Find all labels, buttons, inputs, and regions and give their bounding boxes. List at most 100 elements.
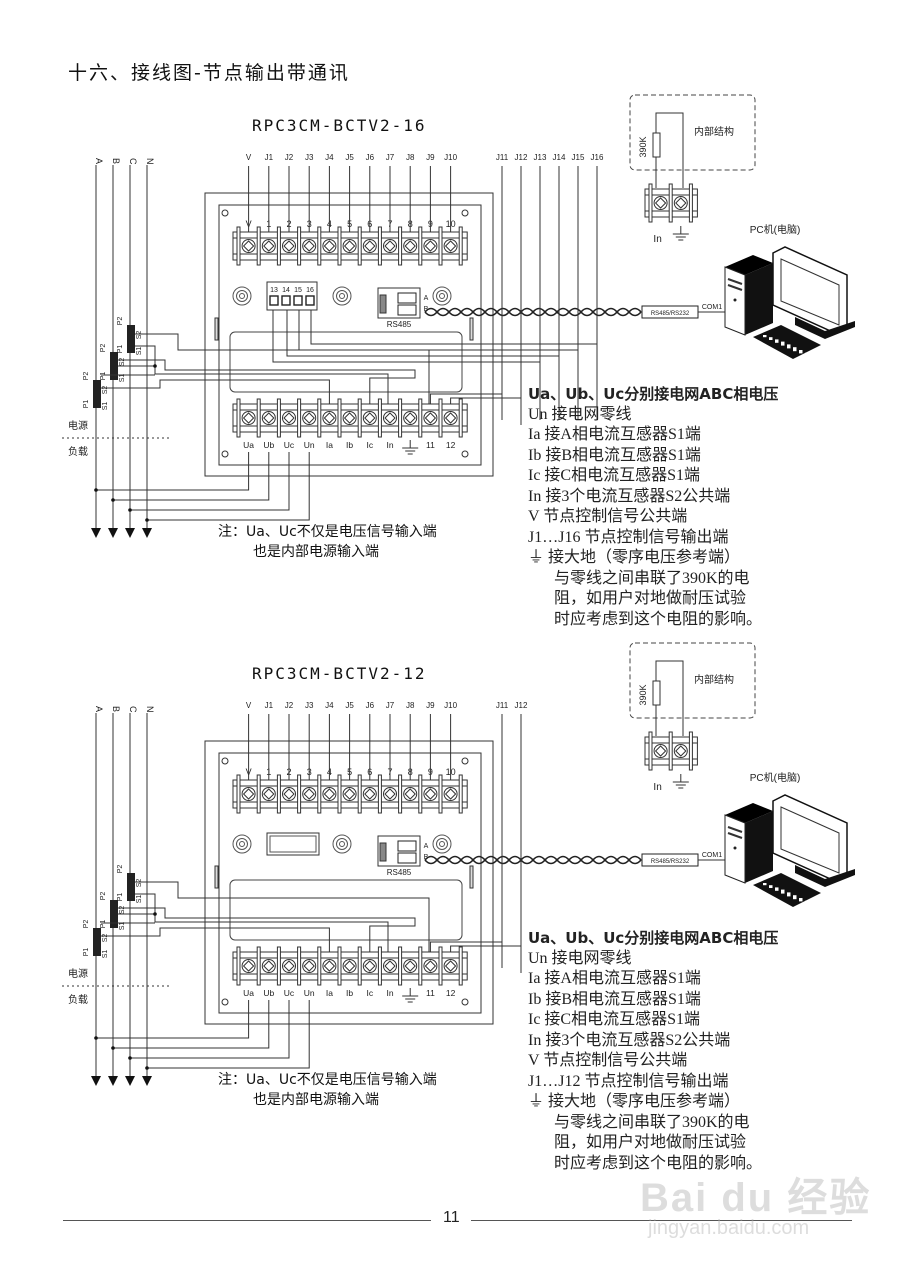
terminal-barrier <box>458 398 463 438</box>
legend-line: ⏚ 接大地（零序电压参考端） <box>528 1093 741 1110</box>
cable-strand <box>544 307 558 313</box>
legend-line: J1…J16 节点控制信号输出端 <box>528 528 729 546</box>
junction-dot <box>94 1036 98 1040</box>
pc-tower-top <box>725 803 773 823</box>
corner-hole <box>461 450 469 458</box>
terminal-screw <box>302 787 317 801</box>
internal-wire <box>655 660 684 736</box>
rs485-label: RS485 <box>387 868 412 877</box>
terminal-barrier <box>357 226 362 266</box>
cable-strand <box>532 307 546 313</box>
internal-terminal-label-in: In <box>653 234 661 245</box>
terminal-barrier <box>438 226 443 266</box>
pc-key <box>811 355 815 358</box>
ct-core <box>110 352 118 380</box>
pc-power-button <box>733 298 737 302</box>
cable-strand <box>592 859 606 865</box>
pc-key <box>781 341 785 344</box>
arrow-down-icon <box>91 528 101 538</box>
bottom-terminal-label-Ub: Ub <box>263 440 274 450</box>
terminal-barrier <box>317 946 322 986</box>
watermark-url: jingyan.baidu.com <box>648 1217 810 1239</box>
junction-dot <box>128 508 132 512</box>
terminal-screw-slot <box>404 412 416 424</box>
pc-tower-top <box>725 255 773 275</box>
ct-label-p1: P1 <box>83 400 90 409</box>
bottom-terminal-label-Ua: Ua <box>243 988 254 998</box>
output-label-J9: J9 <box>426 701 435 710</box>
ct-label-s1: S1 <box>102 402 109 411</box>
arrow-down-icon <box>125 528 135 538</box>
terminal-barrier <box>357 774 362 814</box>
terminal-screw <box>403 787 418 801</box>
terminal-screw-slot <box>303 412 315 424</box>
output-label-J15: J15 <box>572 153 585 162</box>
side-clip <box>469 865 474 889</box>
arrow-down-icon <box>142 1076 152 1086</box>
terminal-barrier <box>256 774 261 814</box>
cable-strand <box>592 311 606 317</box>
source-label: 电源 <box>68 967 88 980</box>
terminal-barrier <box>236 398 241 438</box>
terminal-screw <box>443 959 458 973</box>
voltage-wire <box>130 1000 290 1059</box>
bottom-terminal-label-Ic: Ic <box>366 440 373 450</box>
terminal-barrier <box>668 183 673 223</box>
terminal-barrier <box>377 946 382 986</box>
ct-wire <box>135 893 389 952</box>
source-label: 电源 <box>68 419 88 432</box>
top-terminal-block <box>232 774 468 814</box>
cable-strand <box>616 311 630 317</box>
terminal-screw <box>322 787 337 801</box>
terminal-barrier <box>317 398 322 438</box>
terminal-barrier <box>337 774 342 814</box>
terminal-barrier <box>398 226 403 266</box>
pc-keyboard <box>753 325 821 359</box>
cable-strand <box>568 307 582 313</box>
terminal-screw-slot <box>263 788 275 800</box>
pc-key <box>793 895 797 898</box>
terminal-screw-slot <box>242 960 255 972</box>
pc-key <box>775 339 779 342</box>
terminal-barrier <box>276 226 281 266</box>
pc-monitor-base <box>795 317 855 339</box>
ct-core <box>110 900 118 928</box>
terminal-screw-slot <box>444 960 457 972</box>
junction-dot <box>153 912 157 916</box>
internal-wire <box>655 112 684 188</box>
terminal-screw-slot <box>404 788 416 800</box>
terminal-screw-slot <box>364 240 376 252</box>
corner-hole <box>221 209 229 217</box>
terminal-screw-slot <box>364 960 376 972</box>
pc-drive-bay <box>727 826 743 833</box>
legend-line: 与零线之间串联了390K的电 <box>554 1113 750 1131</box>
terminal-screw <box>673 196 688 210</box>
legend-line: In 接3个电流互感器S2公共端 <box>528 1031 731 1049</box>
footer-rule-left <box>63 1220 431 1221</box>
voltage-wire <box>147 452 310 521</box>
cable-strand <box>544 859 558 865</box>
side-clip <box>214 317 219 341</box>
terminal-screw-slot <box>242 412 255 424</box>
phase-label-B: B <box>111 706 121 712</box>
output-label-J1: J1 <box>265 701 274 710</box>
output-return-wire <box>429 941 503 968</box>
terminal-screw <box>322 959 337 973</box>
legend-line: 与零线之间串联了390K的电 <box>554 569 750 587</box>
ct-label-p2: P2 <box>83 920 90 929</box>
cable-strand <box>604 311 618 317</box>
terminal-screw-slot <box>283 788 295 800</box>
bottom-terminal-label-Un: Un <box>304 440 315 450</box>
output-label-J1: J1 <box>265 153 274 162</box>
terminal-screw-slot <box>424 788 437 800</box>
voltage-wire <box>147 1000 310 1069</box>
terminal-barrier <box>297 226 302 266</box>
terminal-screw <box>653 744 668 758</box>
model-title-16: RPC3CM-BCTV2-16 <box>252 116 427 135</box>
terminal-screw <box>383 239 397 253</box>
cable-strand <box>508 311 522 317</box>
terminal-barrier <box>317 774 322 814</box>
output-label-V: V <box>246 701 252 710</box>
